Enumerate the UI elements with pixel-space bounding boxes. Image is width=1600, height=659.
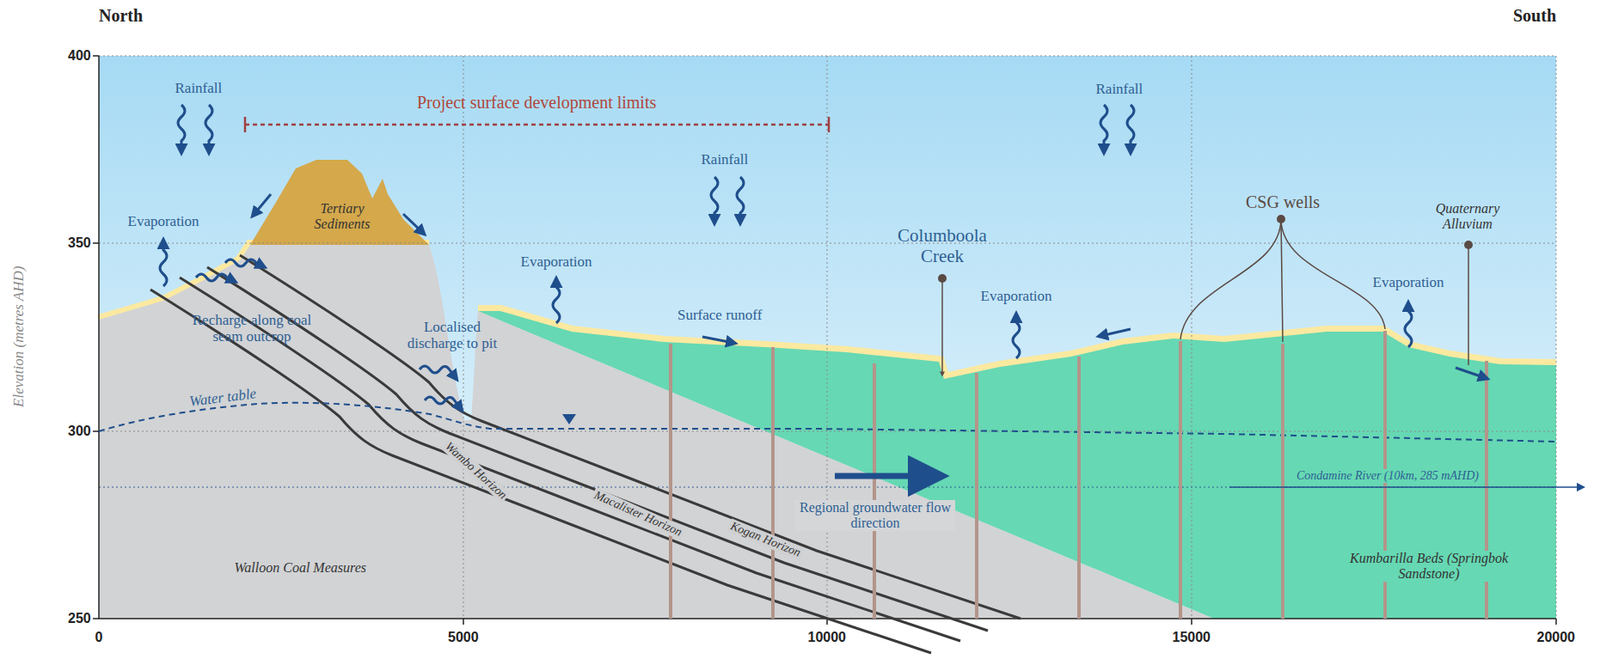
river-label: Condamine River (10km, 285 mAHD) — [1293, 469, 1482, 484]
process-label: Rainfall — [701, 151, 749, 169]
unit-label: Tertiary Sediments — [307, 201, 377, 233]
unit-label: Kumbarilla Beds (Springbok Sandstone) — [1336, 551, 1522, 583]
axis-tick-label: 400 — [67, 48, 92, 64]
unit-label: Quaternary Alluvium — [1428, 201, 1507, 233]
axis-tick-label: 5000 — [447, 630, 479, 646]
axis-tick-label: 250 — [67, 611, 92, 627]
process-label: Rainfall — [175, 79, 223, 98]
axis-tick-label: 350 — [67, 235, 92, 252]
process-label: Evaporation — [521, 253, 593, 271]
axis-tick-label: 15000 — [1172, 630, 1212, 646]
axis-title: Elevation (metres AHD) — [10, 266, 28, 408]
axis-tick-label: 20000 — [1537, 630, 1576, 646]
process-label: Recharge along coal seam outcrop — [187, 312, 317, 346]
process-label: Regional groundwater flow direction — [795, 500, 956, 533]
process-label: Evaporation — [980, 288, 1053, 306]
limit-label: Project surface development limits — [416, 92, 656, 113]
process-label: Surface runoff — [677, 306, 762, 325]
process-label: Evaporation — [128, 213, 200, 231]
feature-label: CSG wells — [1245, 192, 1320, 213]
feature-label: Columboola Creek — [895, 225, 990, 267]
process-label: Rainfall — [1096, 80, 1144, 99]
direction-label: North — [98, 6, 143, 26]
process-label: Evaporation — [1373, 274, 1445, 292]
unit-label: Walloon Coal Measures — [234, 560, 367, 577]
axis-tick-label: 300 — [67, 423, 92, 440]
axis-tick-label: 0 — [95, 630, 104, 646]
process-label: Localised discharge to pit — [404, 318, 500, 353]
axis-tick-label: 10000 — [808, 630, 847, 646]
direction-label: South — [1513, 6, 1557, 26]
